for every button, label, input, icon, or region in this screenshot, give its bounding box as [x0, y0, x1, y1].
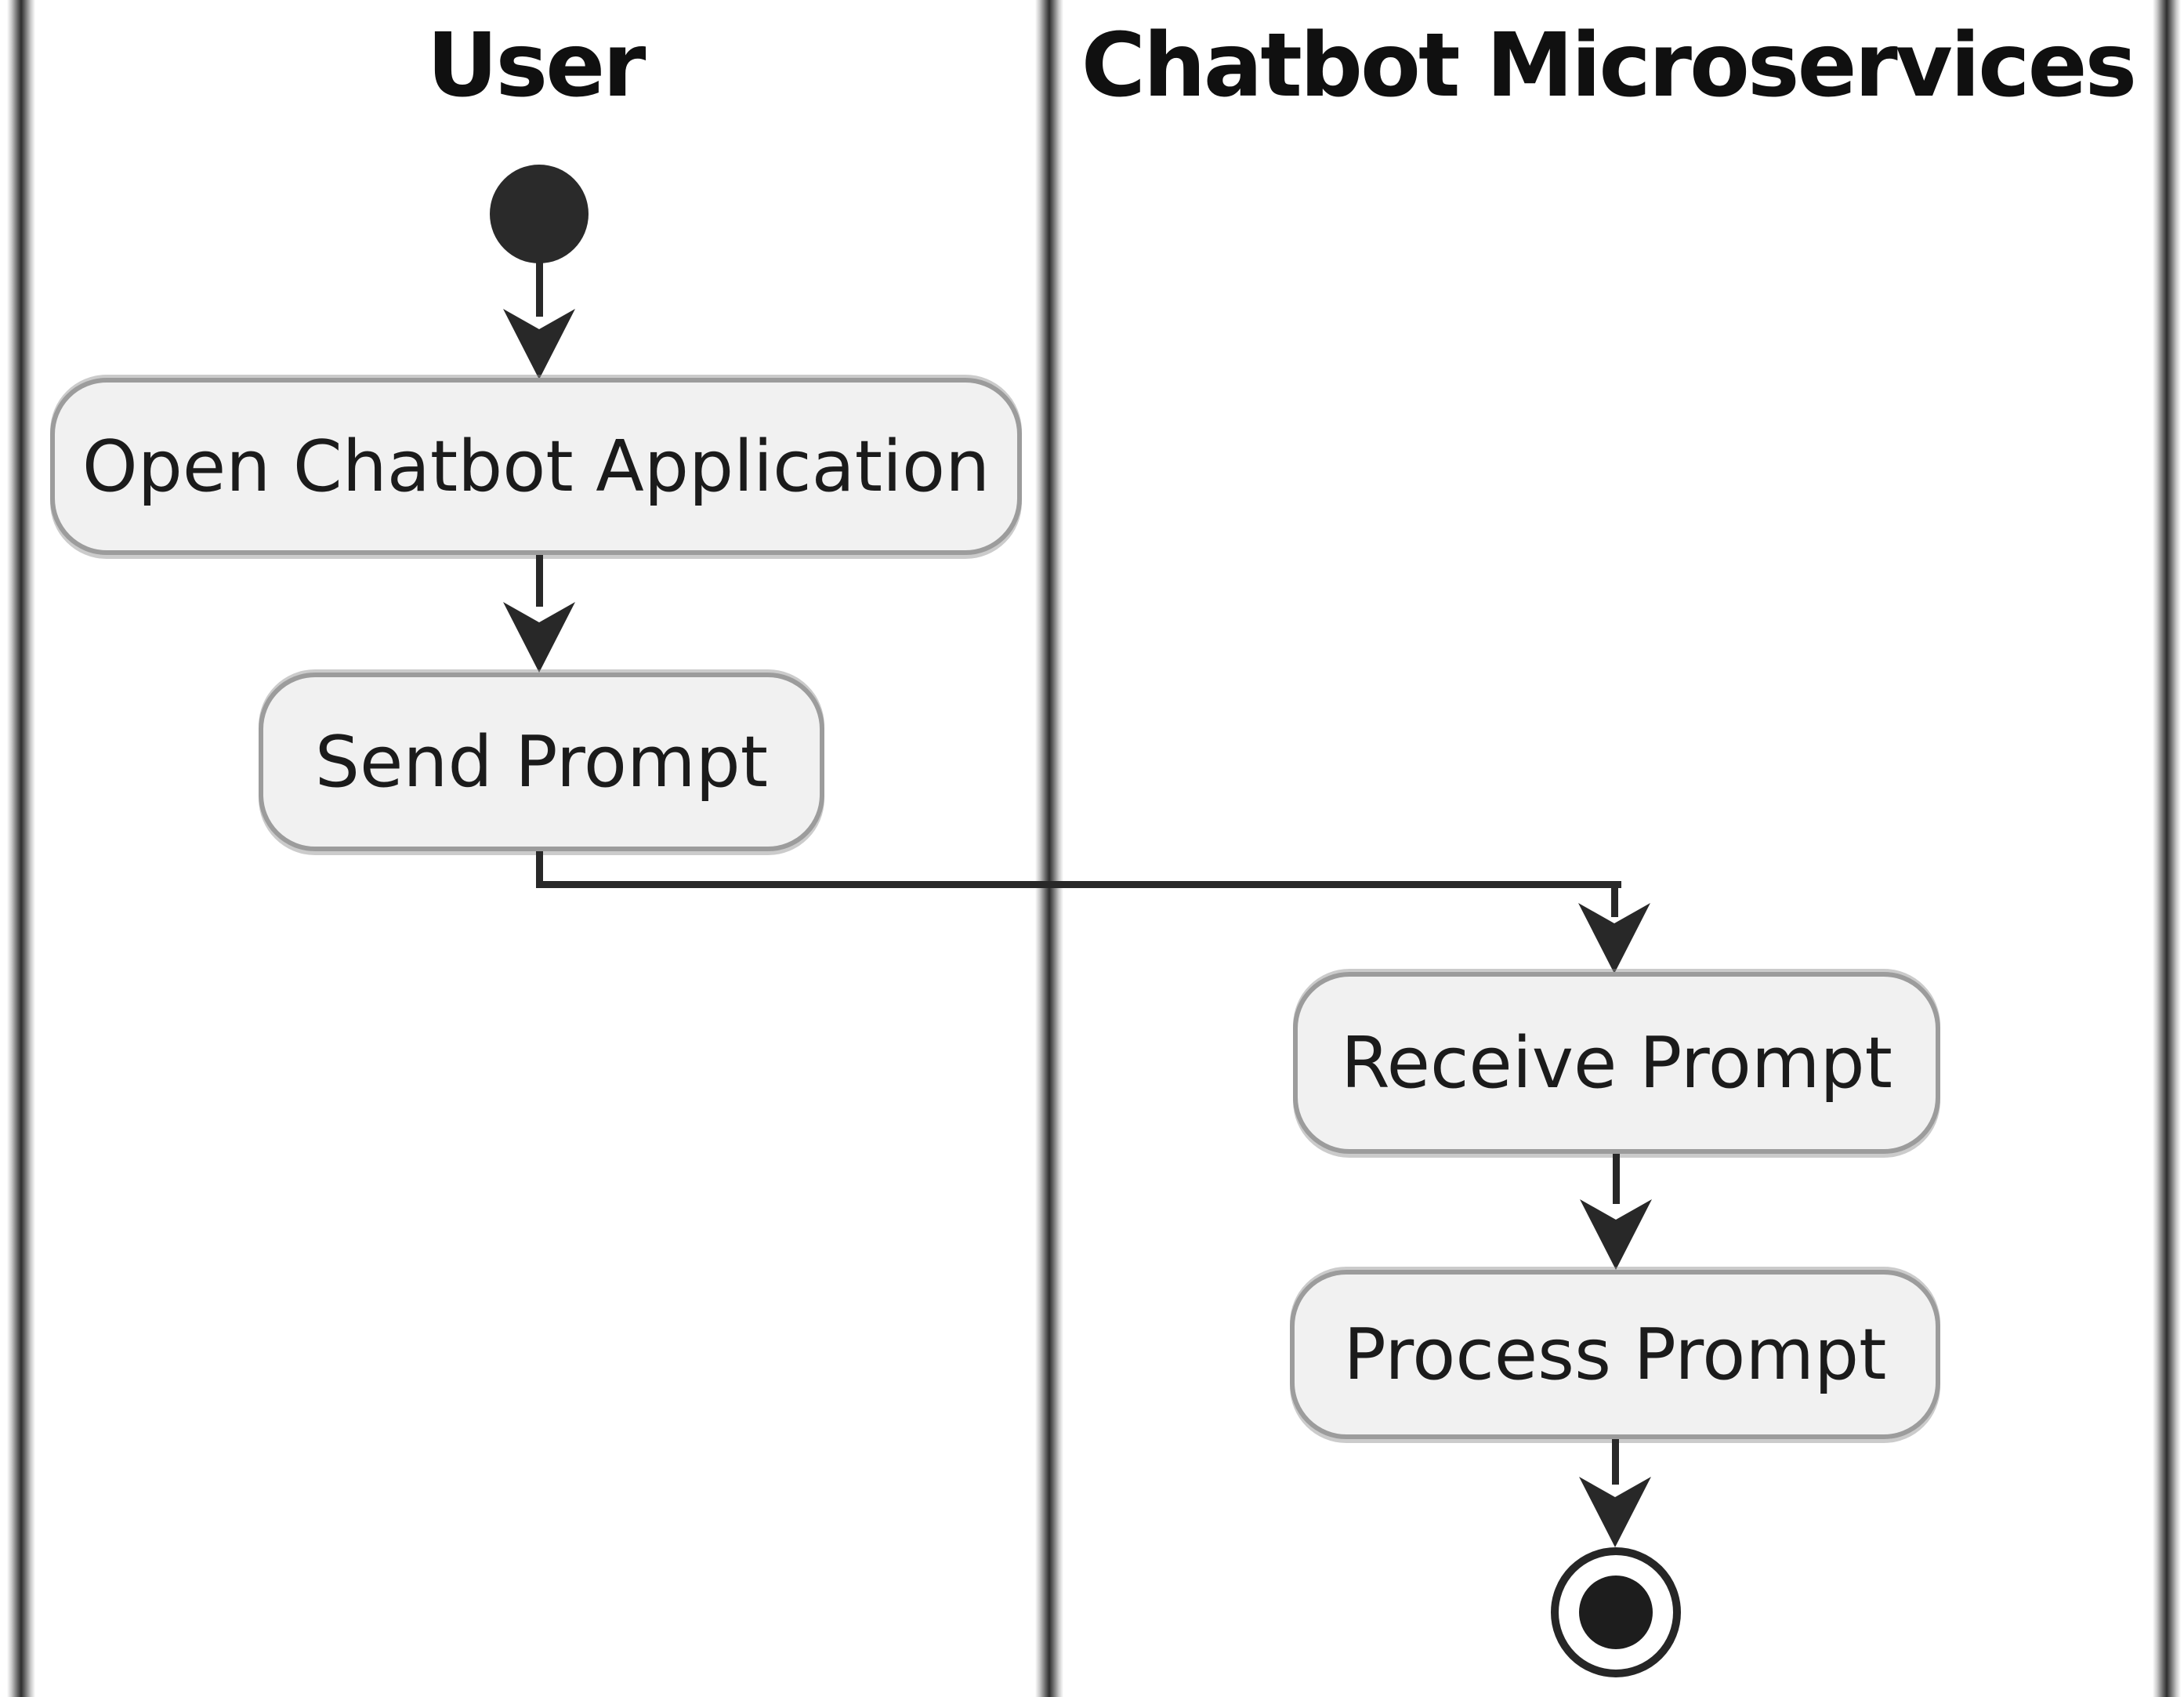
connector-segment-vertical [1611, 881, 1618, 917]
action-label: Send Prompt [314, 720, 769, 803]
connector-segment-horizontal [536, 881, 1621, 888]
lane-border-left [7, 0, 35, 1697]
final-node [1551, 1547, 1681, 1677]
initial-node [490, 165, 589, 263]
arrowhead-down-icon [1578, 903, 1650, 974]
lane-title-user: User [426, 15, 647, 117]
action-label: Receive Prompt [1341, 1021, 1892, 1104]
arrowhead-down-icon [1579, 1477, 1651, 1547]
action-label: Open Chatbot Application [81, 425, 991, 508]
flow-line [536, 555, 543, 607]
action-node-send-prompt: Send Prompt [259, 673, 824, 851]
arrowhead-down-icon [503, 309, 575, 379]
flow-line [1613, 1154, 1620, 1204]
action-node-receive-prompt: Receive Prompt [1293, 972, 1940, 1154]
action-node-open-chatbot-application: Open Chatbot Application [50, 378, 1022, 555]
flow-line [1612, 1439, 1619, 1485]
action-label: Process Prompt [1343, 1313, 1887, 1396]
lane-border-right [2153, 0, 2181, 1697]
arrowhead-down-icon [503, 602, 575, 673]
flow-line [536, 260, 543, 317]
lane-title-chatbot-microservices: Chatbot Microservices [1081, 15, 2137, 117]
final-node-dot [1579, 1576, 1653, 1649]
lane-divider [1035, 0, 1063, 1697]
action-node-process-prompt: Process Prompt [1290, 1270, 1940, 1439]
arrowhead-down-icon [1580, 1199, 1652, 1270]
connector-segment-vertical [536, 851, 543, 887]
